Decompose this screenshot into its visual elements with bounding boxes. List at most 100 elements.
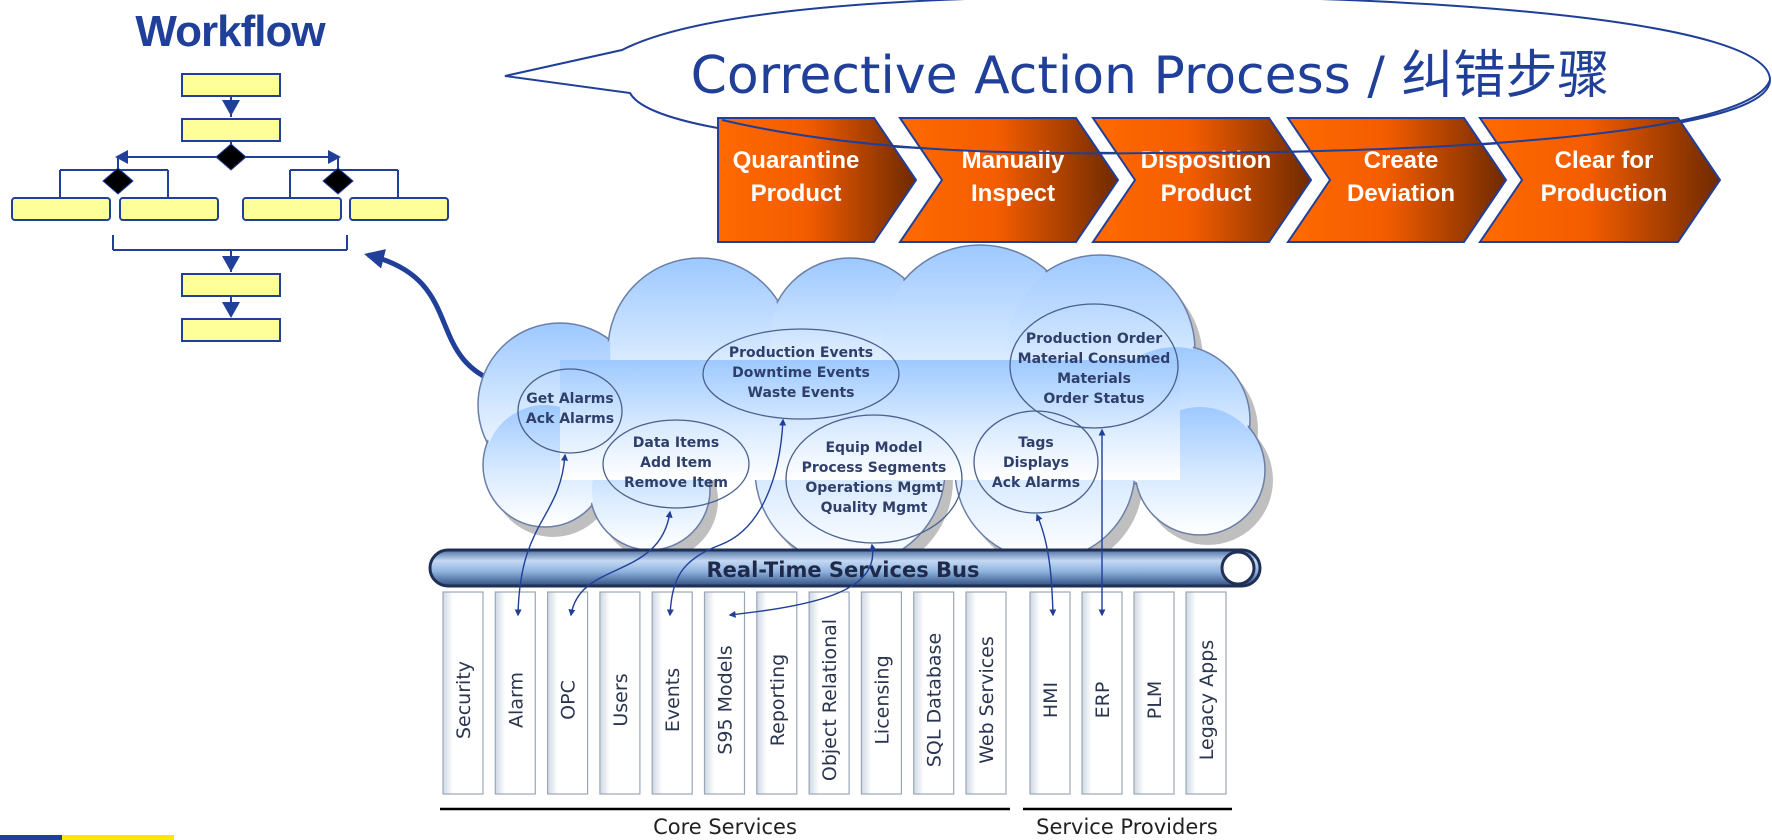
service-label: Licensing bbox=[871, 655, 893, 744]
flow-box-4 bbox=[119, 197, 219, 221]
chevron-shape bbox=[1091, 117, 1313, 243]
cloud-group-line: Quality Mgmt bbox=[821, 500, 928, 516]
service-label: S95 Models bbox=[715, 645, 737, 754]
workflow-title: Workflow bbox=[135, 7, 326, 56]
cloud-group-line: Displays bbox=[1003, 455, 1069, 471]
step-label-line2: Product bbox=[1161, 180, 1252, 207]
service-groups: Core Services Service Providers bbox=[440, 807, 1232, 839]
footer-accent bbox=[0, 835, 174, 840]
service-column-box bbox=[651, 591, 693, 795]
service-column-box bbox=[965, 591, 1007, 795]
service-label: HMI bbox=[1040, 682, 1062, 718]
step-label-line2: Production bbox=[1541, 180, 1668, 207]
service-column-box bbox=[1029, 591, 1071, 795]
cloud-group-line: Production Order bbox=[1026, 331, 1162, 347]
service-column-box bbox=[1185, 591, 1227, 795]
service-label: OPC bbox=[558, 680, 580, 720]
flow-box-6 bbox=[349, 197, 449, 221]
service-column: Web Services bbox=[965, 591, 1007, 795]
bubble-outline-lower bbox=[721, 79, 1771, 155]
cloud-group-line: Equip Model bbox=[825, 440, 922, 456]
cloud-group-line: Ack Alarms bbox=[992, 475, 1080, 491]
flow-diamonds bbox=[102, 143, 354, 195]
service-column: SQL Database bbox=[913, 591, 955, 795]
core-services-label: Core Services bbox=[653, 815, 797, 839]
cloud-group-line: Process Segments bbox=[802, 460, 947, 476]
flow-box-1 bbox=[181, 73, 281, 97]
service-label: SQL Database bbox=[924, 633, 946, 767]
arrow-events bbox=[666, 418, 787, 617]
bus-label: Real-Time Services Bus bbox=[707, 558, 980, 582]
service-label: Security bbox=[453, 661, 475, 739]
cloud-group-line: Remove Item bbox=[624, 475, 728, 491]
flowchart bbox=[11, 73, 449, 342]
service-column: Legacy Apps bbox=[1185, 591, 1227, 795]
service-column-box bbox=[599, 591, 641, 795]
service-column: S95 Models bbox=[703, 591, 746, 795]
flow-arrowheads bbox=[115, 100, 341, 318]
cloud-group-line: Waste Events bbox=[748, 385, 855, 401]
flow-box-7 bbox=[181, 273, 281, 297]
flow-box-3 bbox=[11, 197, 111, 221]
service-column: Alarm bbox=[494, 591, 536, 795]
service-column-box bbox=[860, 591, 903, 795]
service-label: Legacy Apps bbox=[1196, 640, 1218, 760]
chevron-shape bbox=[898, 117, 1120, 243]
step-label-line2: Inspect bbox=[971, 180, 1055, 207]
step-label-line1: Disposition bbox=[1141, 147, 1272, 174]
arrow-hmi bbox=[1036, 513, 1057, 617]
service-label: Object Relational bbox=[819, 619, 841, 781]
service-column-box bbox=[442, 591, 484, 795]
service-column: PLM bbox=[1133, 591, 1175, 795]
service-column-box bbox=[808, 591, 850, 795]
flow-box-8 bbox=[181, 318, 281, 342]
arrow-s95 bbox=[728, 543, 877, 618]
ellipse-production-order bbox=[1009, 303, 1179, 429]
flow-box-5 bbox=[242, 197, 342, 221]
service-label: Users bbox=[610, 673, 632, 726]
chevron-shape bbox=[1286, 117, 1508, 243]
services-bus: Real-Time Services Bus bbox=[428, 548, 1262, 588]
cloud-group-line: Downtime Events bbox=[732, 365, 870, 381]
cloud-group-line: Materials bbox=[1057, 371, 1131, 387]
service-label: Reporting bbox=[767, 654, 789, 746]
chevron-shape bbox=[717, 117, 918, 243]
service-column-box bbox=[1133, 591, 1175, 795]
ellipse-alarms bbox=[517, 368, 623, 454]
service-label: ERP bbox=[1092, 682, 1114, 719]
service-column-box bbox=[494, 591, 536, 795]
workflow-panel: Workflow bbox=[11, 7, 449, 342]
cloud-group-line: Production Events bbox=[729, 345, 873, 361]
service-column: Object Relational bbox=[808, 591, 850, 795]
cloud-group-line: Operations Mgmt bbox=[805, 480, 943, 496]
workflow-link-arrow bbox=[364, 249, 509, 391]
ellipse-events bbox=[702, 328, 900, 420]
service-column-box bbox=[703, 591, 746, 795]
step-label-line2: Deviation bbox=[1347, 180, 1455, 207]
service-column: OPC bbox=[546, 591, 589, 795]
arrow-opc bbox=[568, 510, 673, 617]
service-column: HMI bbox=[1029, 591, 1071, 795]
cloud-group-line: Material Consumed bbox=[1018, 351, 1171, 367]
step-label-line1: Quarantine bbox=[733, 147, 860, 174]
service-column: ERP bbox=[1081, 591, 1123, 795]
process-steps: QuarantineProductManuallyInspectDisposit… bbox=[717, 117, 1722, 243]
service-label: PLM bbox=[1144, 681, 1166, 719]
bubble-title: Corrective Action Process / 纠错步骤 bbox=[691, 46, 1610, 106]
ellipse-tags bbox=[973, 410, 1099, 514]
service-column-box bbox=[1081, 591, 1123, 795]
service-label: Web Services bbox=[976, 636, 998, 764]
cloud-group-line: Get Alarms bbox=[526, 391, 613, 407]
service-label: Alarm bbox=[505, 672, 527, 728]
arrow-alarm bbox=[514, 453, 569, 617]
